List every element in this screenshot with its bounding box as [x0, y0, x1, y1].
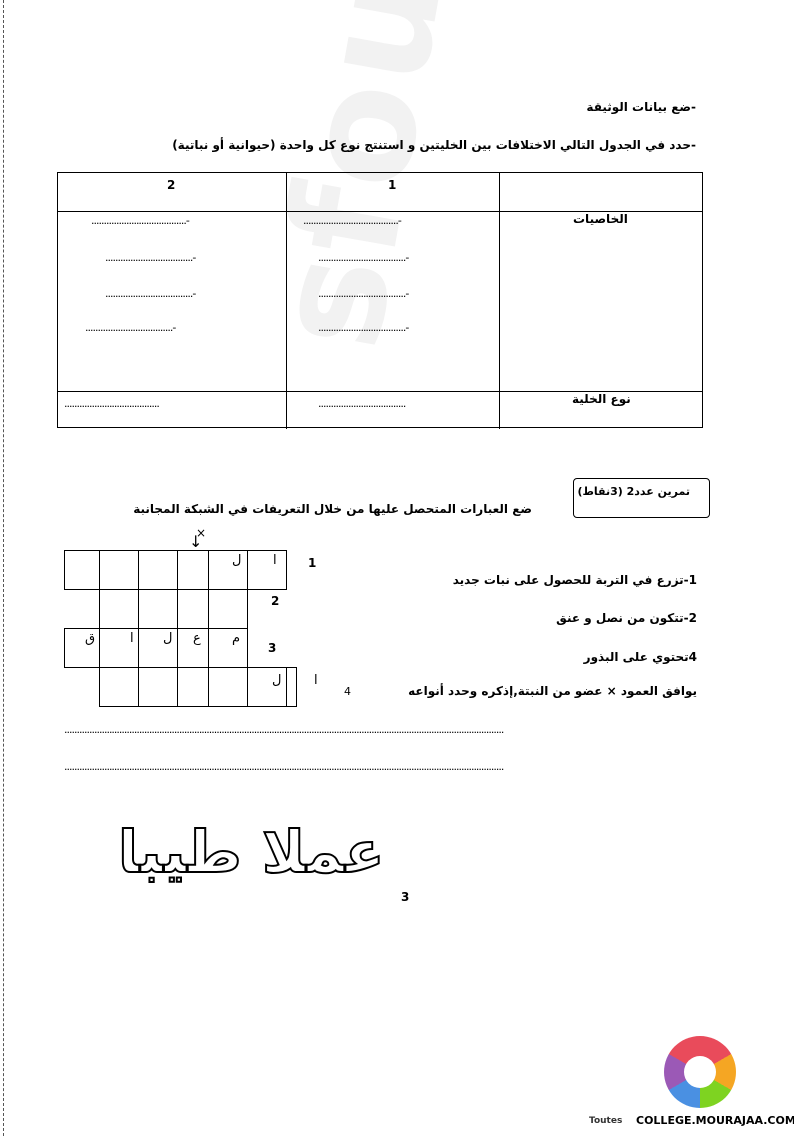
column-header-1: 1 [388, 178, 397, 192]
grid-cell[interactable] [247, 550, 287, 590]
grid-cell[interactable] [177, 589, 209, 629]
grid-cell[interactable] [99, 667, 139, 707]
definition-1: 1-تزرع في التربة للحصول على نبات جديد [452, 573, 697, 587]
grid-cell[interactable] [286, 667, 297, 707]
answer-line[interactable]: ...................................- [105, 287, 197, 300]
definition-3: 4تحتوي على البذور [583, 650, 697, 664]
row-number: 3 [268, 641, 277, 655]
grid-cell[interactable] [208, 550, 248, 590]
definition-4: يوافق العمود × عضو من النبتة,إذكره وحدد … [408, 684, 697, 698]
grid-letter: ا [130, 631, 134, 646]
instruction-line-1: -ضع بيانات الوثيقة [586, 100, 696, 114]
exercise-title: تمرين عدد2 (3نقاط) [577, 485, 690, 498]
answer-line[interactable]: ...................................- [85, 321, 177, 334]
grid-letter: ل [272, 673, 282, 688]
row-number: 2 [271, 594, 280, 608]
answer-line[interactable]: ...................................... [64, 397, 160, 410]
column-header-2: 2 [167, 178, 176, 192]
page-number: 3 [401, 890, 410, 904]
column-marker: × [196, 526, 207, 540]
grid-cell[interactable] [177, 667, 209, 707]
row-label-properties: الخاصيات [573, 212, 628, 226]
answer-line[interactable]: ......................................- [91, 214, 190, 227]
grid-letter: ع [193, 631, 201, 646]
grid-cell[interactable] [208, 589, 248, 629]
grid-cell[interactable] [99, 550, 139, 590]
answer-line[interactable]: ......................................- [303, 214, 402, 227]
answer-line[interactable]: ...................................- [318, 287, 410, 300]
grid-cell[interactable] [208, 628, 248, 668]
answer-line[interactable]: ................................... [318, 397, 406, 410]
grid-letter: ل [232, 553, 242, 568]
down-arrow-icon: ↓ [189, 532, 203, 551]
grid-cell[interactable] [138, 550, 178, 590]
page-border [3, 0, 4, 1136]
instruction-line-2: -حدد في الجدول التالي الاختلافات بين الخ… [172, 138, 696, 152]
answer-line[interactable]: ........................................… [64, 723, 504, 736]
grid-cell[interactable] [138, 667, 178, 707]
answer-line[interactable]: ........................................… [64, 760, 504, 773]
row-number: 4 [344, 685, 351, 698]
grid-letter: ا [314, 673, 318, 688]
answer-line[interactable]: ...................................- [318, 321, 410, 334]
grid-letter: م [232, 631, 241, 646]
definition-2: 2-تتكون من نصل و عنق [556, 611, 697, 625]
grid-letter: ل [163, 631, 173, 646]
grid-cell[interactable] [138, 589, 178, 629]
exercise-title-box [573, 478, 710, 518]
answer-line[interactable]: ...................................- [318, 251, 410, 264]
footer-left-tag: Toutes [589, 1116, 623, 1126]
row-number: 1 [308, 556, 317, 570]
site-logo [664, 1036, 736, 1108]
grid-letter: ا [273, 553, 277, 568]
grid-cell[interactable] [64, 550, 100, 590]
grid-cell[interactable] [99, 589, 139, 629]
grid-cell[interactable] [208, 667, 248, 707]
comparison-table [57, 172, 703, 429]
row-label-cell-type: نوع الخلية [572, 392, 631, 406]
answer-line[interactable]: ...................................- [105, 251, 197, 264]
site-url[interactable]: COLLEGE.MOURAJAA.COM [636, 1114, 794, 1127]
grid-cell[interactable] [177, 550, 209, 590]
exercise-instruction: ضع العبارات المتحصل عليها من خلال التعري… [133, 502, 532, 516]
grid-letter: ق [85, 631, 96, 646]
calligraphy-outline: عملا طيبا [117, 817, 385, 887]
